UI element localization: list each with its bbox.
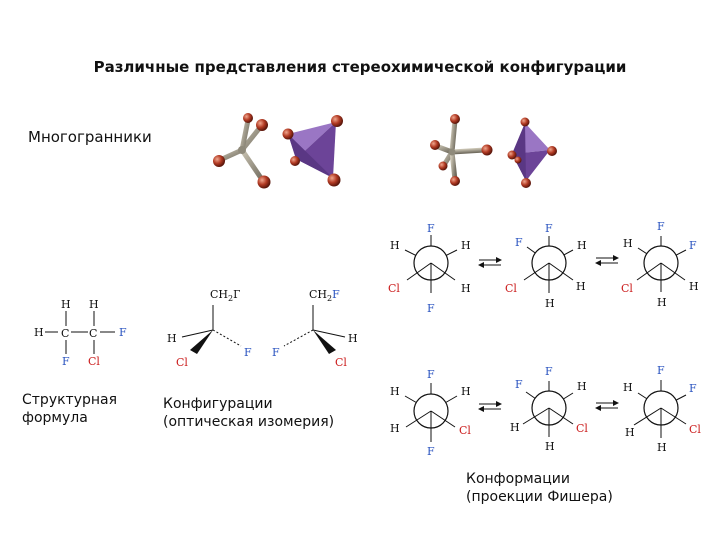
svg-text:C: C xyxy=(61,327,69,340)
svg-text:F: F xyxy=(545,365,553,378)
svg-text:H: H xyxy=(461,282,471,295)
svg-text:H: H xyxy=(510,421,520,434)
svg-text:H: H xyxy=(577,380,587,393)
ball-and-stick-model-2 xyxy=(430,114,493,186)
svg-text:Cl: Cl xyxy=(505,282,517,295)
svg-text:CH2Г: CH2Г xyxy=(210,288,240,303)
equilibrium-arrows-icon xyxy=(595,255,619,266)
conformations-label: Конформации (проекции Фишера) xyxy=(466,470,613,506)
configuration-isomer-2: CH2F H Cl F xyxy=(272,288,358,369)
svg-text:H: H xyxy=(348,332,358,345)
newman-projection-row1-3: F H F Cl H H xyxy=(621,220,699,309)
svg-text:H: H xyxy=(167,332,177,345)
equilibrium-arrows-icon xyxy=(478,257,502,268)
structural-formula-label: Структурная формула xyxy=(22,391,117,427)
configurations-label-line-2: (оптическая изомерия) xyxy=(163,414,335,430)
page-title: Различные представления стереохимической… xyxy=(93,58,627,76)
svg-text:H: H xyxy=(390,422,400,435)
svg-text:H: H xyxy=(390,385,400,398)
newman-projection-row2-2: F F H H Cl H xyxy=(510,365,588,453)
svg-text:F: F xyxy=(515,236,523,249)
svg-text:H: H xyxy=(545,440,555,453)
conformations-label-line-2: (проекции Фишера) xyxy=(466,489,613,505)
configurations-label-line-1: Конфигурации xyxy=(163,396,273,412)
svg-text:H: H xyxy=(461,385,471,398)
structural-label-line-1: Структурная xyxy=(22,392,118,408)
svg-text:F: F xyxy=(545,222,553,235)
tetrahedron-model-2 xyxy=(507,117,557,188)
svg-text:C: C xyxy=(89,327,97,340)
svg-text:F: F xyxy=(272,346,280,359)
svg-text:H: H xyxy=(625,426,635,439)
svg-text:H: H xyxy=(461,239,471,252)
svg-text:F: F xyxy=(427,302,435,315)
svg-text:H: H xyxy=(545,297,555,310)
polyhedra-label: Многогранники xyxy=(28,128,152,146)
svg-text:H: H xyxy=(61,298,71,311)
svg-text:H: H xyxy=(390,239,400,252)
structural-label-line-2: формула xyxy=(22,410,88,426)
svg-text:F: F xyxy=(657,364,665,377)
svg-text:Cl: Cl xyxy=(459,424,471,437)
svg-text:F: F xyxy=(657,220,665,233)
svg-text:H: H xyxy=(689,280,699,293)
ball-and-stick-model-1 xyxy=(213,113,271,189)
svg-text:H: H xyxy=(623,381,633,394)
svg-text:H: H xyxy=(34,326,44,339)
svg-text:F: F xyxy=(427,222,435,235)
newman-projection-row2-3: F H F H Cl H xyxy=(623,364,701,454)
newman-projection-row1-2: F F H Cl H H xyxy=(505,222,587,310)
svg-text:F: F xyxy=(515,378,523,391)
svg-text:Cl: Cl xyxy=(689,423,701,436)
equilibrium-arrows-icon xyxy=(478,401,502,412)
svg-text:H: H xyxy=(657,296,667,309)
conformations-label-line-1: Конформации xyxy=(466,471,570,487)
svg-text:F: F xyxy=(244,346,252,359)
newman-projection-row2-1: F H H H Cl F xyxy=(390,368,471,458)
svg-text:F: F xyxy=(427,368,435,381)
structural-formula: H H H C C F F Cl xyxy=(34,298,127,368)
svg-text:H: H xyxy=(89,298,99,311)
svg-text:Cl: Cl xyxy=(88,355,100,368)
svg-text:Cl: Cl xyxy=(621,282,633,295)
svg-text:F: F xyxy=(62,355,70,368)
svg-text:Cl: Cl xyxy=(388,282,400,295)
svg-text:H: H xyxy=(577,239,587,252)
svg-text:F: F xyxy=(119,326,127,339)
svg-text:F: F xyxy=(427,445,435,458)
svg-text:H: H xyxy=(576,280,586,293)
svg-text:Cl: Cl xyxy=(576,422,588,435)
tetrahedron-model-1 xyxy=(282,115,343,187)
svg-text:Cl: Cl xyxy=(176,356,188,369)
svg-text:CH2F: CH2F xyxy=(309,288,340,303)
svg-text:H: H xyxy=(657,441,667,454)
equilibrium-arrows-icon xyxy=(595,400,619,411)
svg-text:F: F xyxy=(689,239,697,252)
configuration-isomer-1: CH2Г H Cl F xyxy=(167,288,252,369)
svg-text:Cl: Cl xyxy=(335,356,347,369)
svg-text:H: H xyxy=(623,237,633,250)
svg-text:F: F xyxy=(689,382,697,395)
newman-projection-row1-1: F H H Cl H F xyxy=(388,222,471,315)
configurations-label: Конфигурации (оптическая изомерия) xyxy=(163,395,334,431)
